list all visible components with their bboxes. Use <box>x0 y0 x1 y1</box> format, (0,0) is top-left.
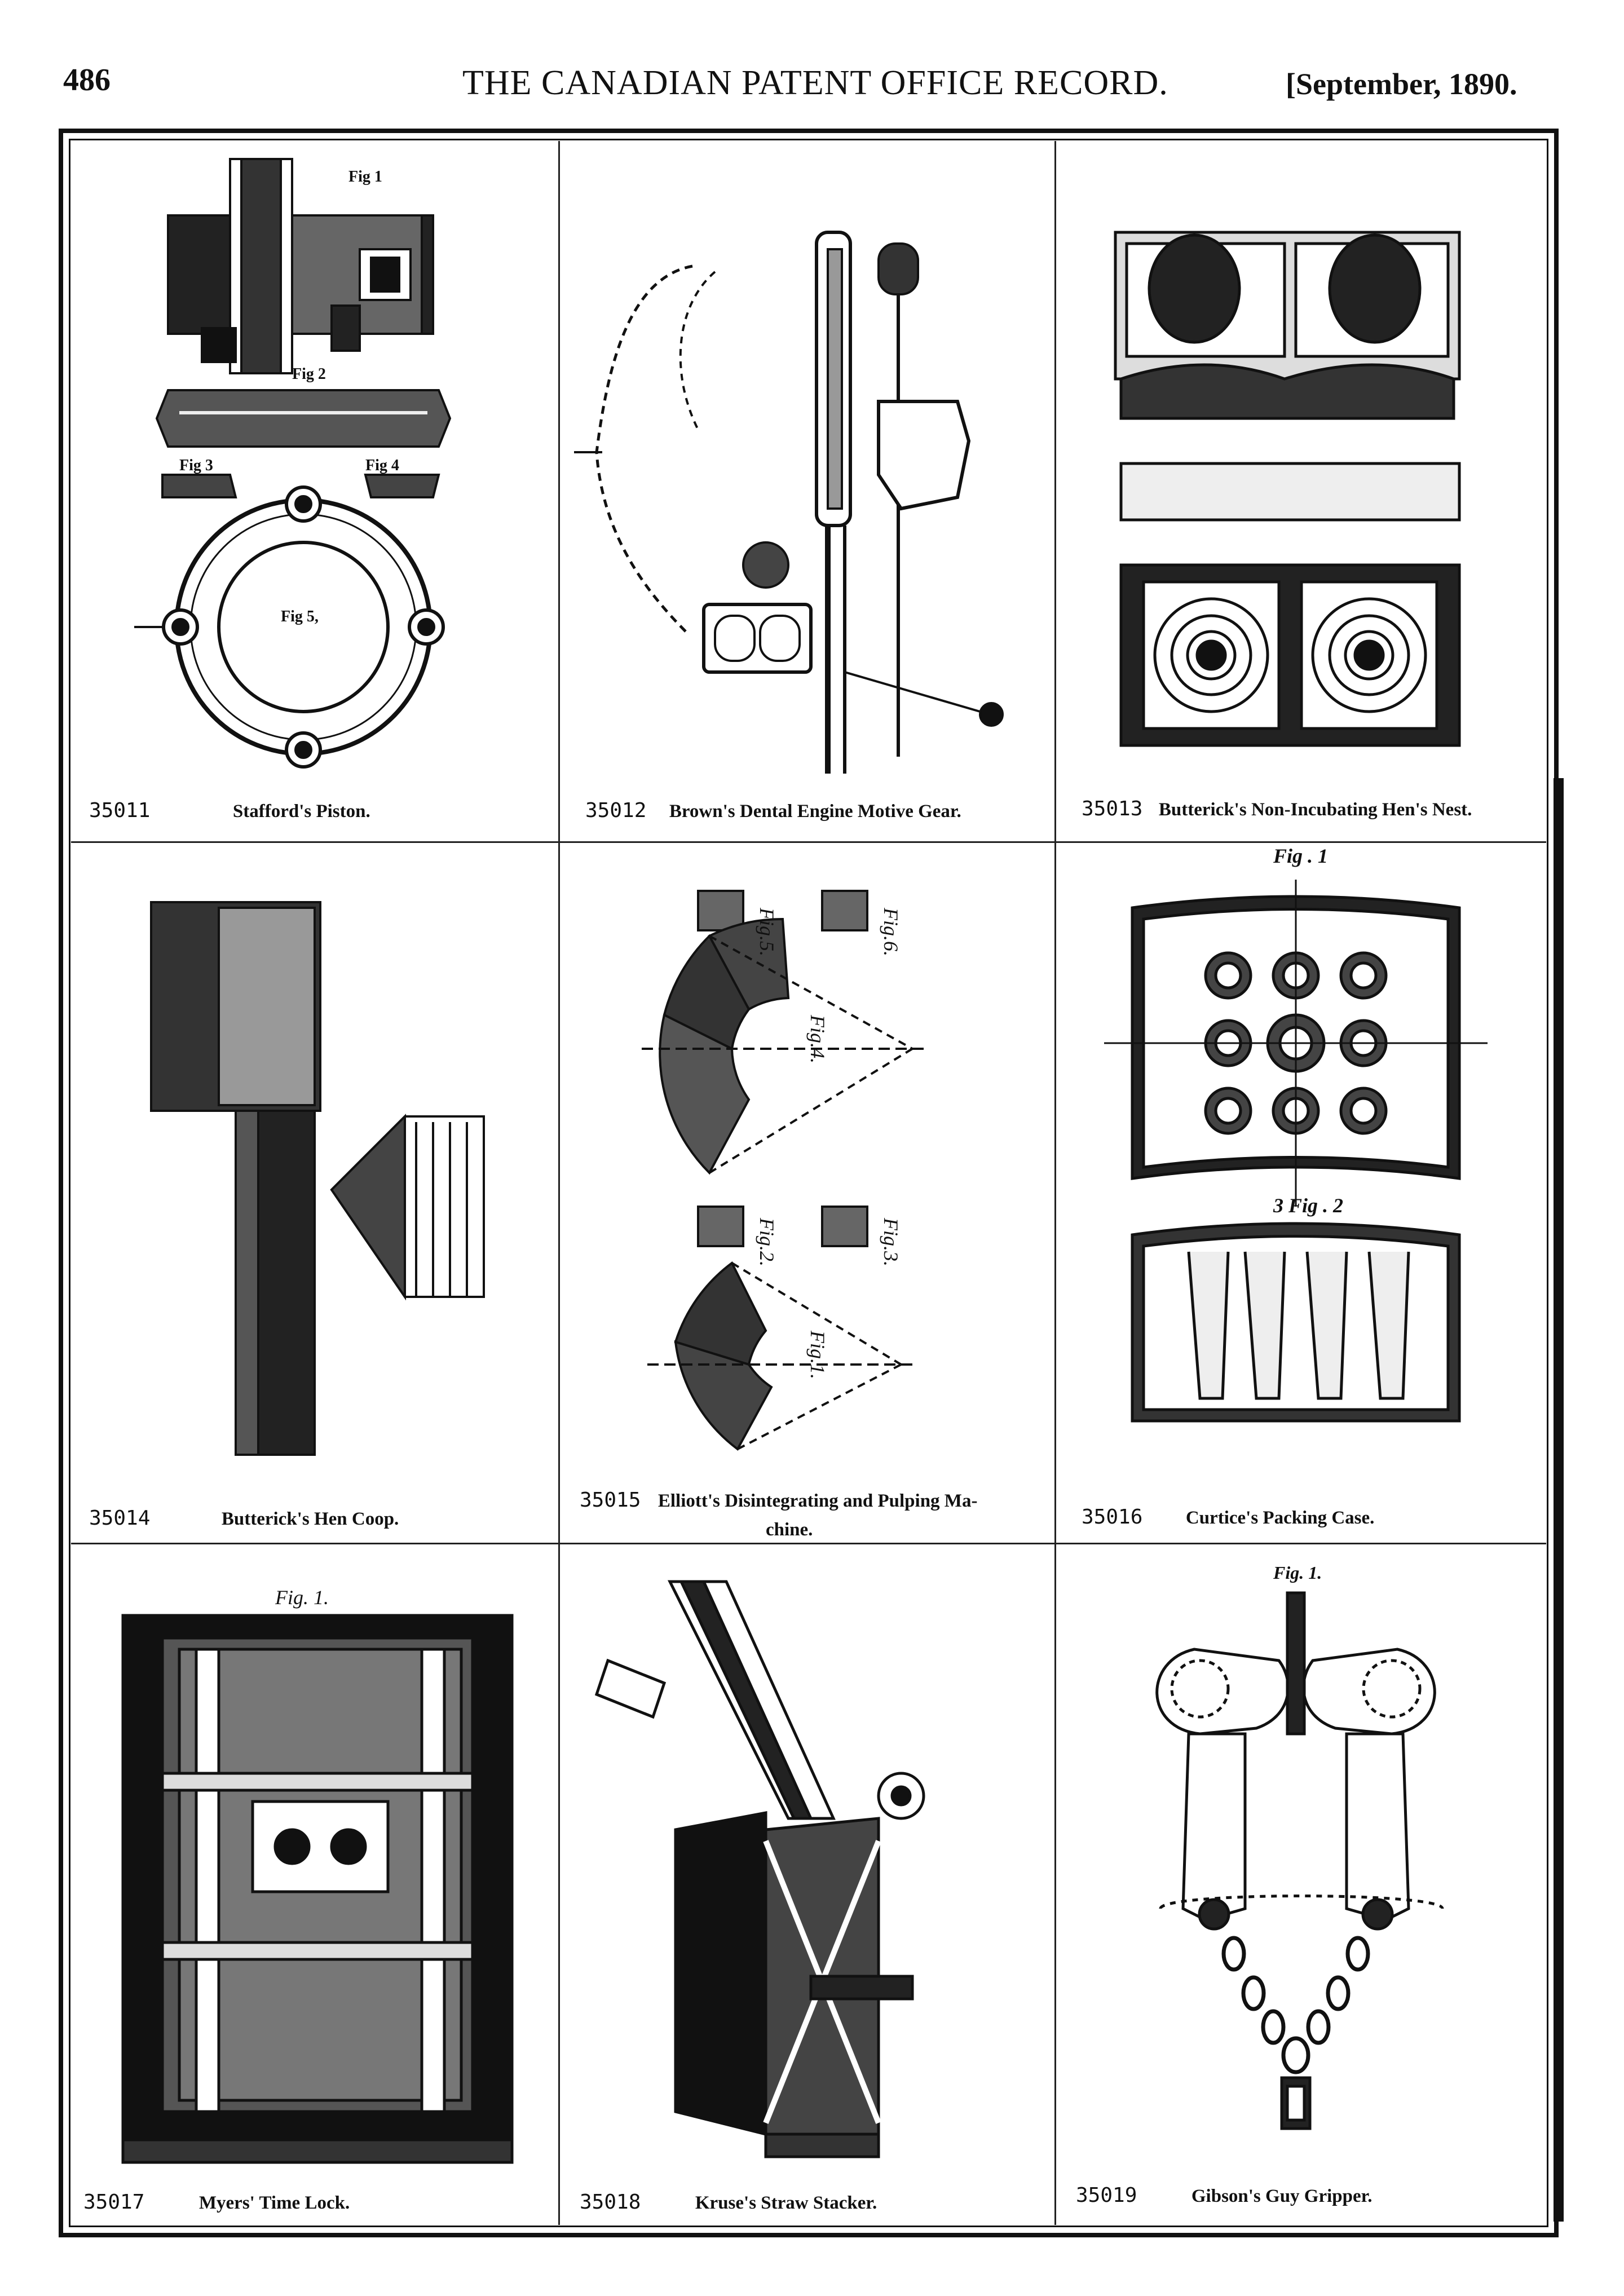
patent-caption: 35017 Myers' Time Lock. <box>83 2191 350 2214</box>
pulping-machine-drawing: Fig.5. Fig.6. Fig.4. Fig.2. Fig.3. Fig.1… <box>642 890 924 1451</box>
patent-title: Butterick's Hen Coop. <box>221 1509 399 1529</box>
patent-number: 35019 <box>1076 2184 1137 2207</box>
hen-coop-drawing <box>150 901 485 1456</box>
fig-label: Fig.1. <box>806 1330 829 1379</box>
patent-number: 35018 <box>580 2191 641 2214</box>
patent-cell-35016: Fig . 1 3 Fig . 2 35016 Curtice's Packin… <box>1059 846 1544 1545</box>
patent-cell-35013: 35013 Butterick's Non-Incubating Hen's N… <box>1059 136 1544 836</box>
fig-label: Fig.4. <box>806 1014 829 1063</box>
time-lock-drawing: Fig. 1. <box>121 1586 514 2164</box>
patent-caption: 35013 Butterick's Non-Incubating Hen's N… <box>1082 797 1472 820</box>
packing-case-drawing: Fig . 1 3 Fig . 2 <box>1104 846 1488 1423</box>
page-number: 486 <box>63 63 111 98</box>
patent-number: 35014 <box>89 1507 151 1530</box>
patent-title: Butterick's Non-Incubating Hen's Nest. <box>1158 800 1472 820</box>
patent-caption: 35016 Curtice's Packing Case. <box>1082 1505 1374 1529</box>
patent-number: 35012 <box>585 799 647 822</box>
patent-title: Kruse's Straw Stacker. <box>695 2193 877 2213</box>
plate-inner-border <box>69 139 1548 2227</box>
patent-caption: 35012 Brown's Dental Engine Motive Gear. <box>585 799 961 822</box>
patent-number: 35016 <box>1082 1505 1143 1529</box>
straw-stacker-drawing <box>594 1580 925 2158</box>
page-header: 486 THE CANADIAN PATENT OFFICE RECORD. [… <box>0 0 1624 124</box>
guy-gripper-drawing: Fig. 1. <box>1155 1562 1444 2130</box>
patent-cell-35019: Fig. 1. 35019 Gibson's Guy Gripper. <box>1059 1548 1544 2224</box>
row-divider <box>71 841 1546 843</box>
dental-engine-drawing <box>574 231 1004 774</box>
fig-label: Fig 2 <box>292 365 326 383</box>
patent-cell-35018: 35018 Kruse's Straw Stacker. <box>563 1548 1048 2224</box>
fig-label: Fig.2. <box>756 1217 778 1266</box>
patent-cell-35017: Fig. 1. 35017 Myers' Time Lock. <box>67 1548 551 2224</box>
issue-date: [September, 1890. <box>1286 67 1517 101</box>
fig-label: Fig 4 <box>365 457 399 474</box>
patent-caption: 35014 Butterick's Hen Coop. <box>89 1507 399 1530</box>
column-divider <box>1054 141 1056 2225</box>
fig-label: Fig . 1 <box>1273 846 1328 867</box>
fig-label: Fig 1 <box>348 168 382 186</box>
patent-caption: 35015 Elliott's Disintegrating and Pulpi… <box>580 1489 977 1512</box>
patent-cell-35012: 35012 Brown's Dental Engine Motive Gear. <box>563 136 1048 836</box>
stafford-piston-drawing: Fig 1 Fig 2 Fig 3 Fig 4 Fig 5, <box>134 158 452 769</box>
hens-nest-drawing <box>1114 231 1461 747</box>
patent-cell-35014: 35014 Butterick's Hen Coop. <box>67 846 551 1545</box>
journal-title: THE CANADIAN PATENT OFFICE RECORD. <box>462 64 1168 102</box>
fig-label: Fig 3 <box>179 457 213 474</box>
fig-label: Fig. 1. <box>1273 1562 1322 1583</box>
patent-cell-35011: Fig 1 Fig 2 Fig 3 Fig 4 Fig 5, 35011 Sta… <box>67 136 551 836</box>
frame-edge-bar <box>1554 778 1564 2222</box>
patent-title: Stafford's Piston. <box>232 801 370 822</box>
patent-number: 35011 <box>89 799 151 822</box>
fig-label: 3 Fig . 2 <box>1273 1194 1343 1217</box>
patent-title: Myers' Time Lock. <box>198 2193 350 2213</box>
patent-caption: 35019 Gibson's Guy Gripper. <box>1076 2184 1373 2207</box>
row-divider <box>71 1543 1546 1544</box>
fig-label: Fig. 1. <box>275 1586 329 1609</box>
fig-label: Fig.5. <box>756 907 778 956</box>
patent-cell-35015: Fig.5. Fig.6. Fig.4. Fig.2. Fig.3. Fig.1… <box>563 846 1048 1545</box>
patent-number: 35015 <box>580 1489 641 1512</box>
fig-label: Fig 5, <box>281 608 319 625</box>
patent-title: Elliott's Disintegrating and Pulping Ma- <box>657 1491 978 1511</box>
patent-number: 35013 <box>1082 797 1143 820</box>
column-divider <box>558 141 560 2225</box>
fig-label: Fig.6. <box>880 907 902 956</box>
patent-title: Gibson's Guy Gripper. <box>1191 2186 1373 2206</box>
patent-caption-continued: chine. <box>766 1520 813 1540</box>
patent-caption: 35011 Stafford's Piston. <box>89 799 370 822</box>
patent-number: 35017 <box>83 2191 145 2214</box>
fig-label: Fig.3. <box>880 1217 902 1266</box>
patent-title: Brown's Dental Engine Motive Gear. <box>669 801 961 822</box>
patent-title: Curtice's Packing Case. <box>1185 1508 1375 1528</box>
patent-caption: 35018 Kruse's Straw Stacker. <box>580 2191 877 2214</box>
